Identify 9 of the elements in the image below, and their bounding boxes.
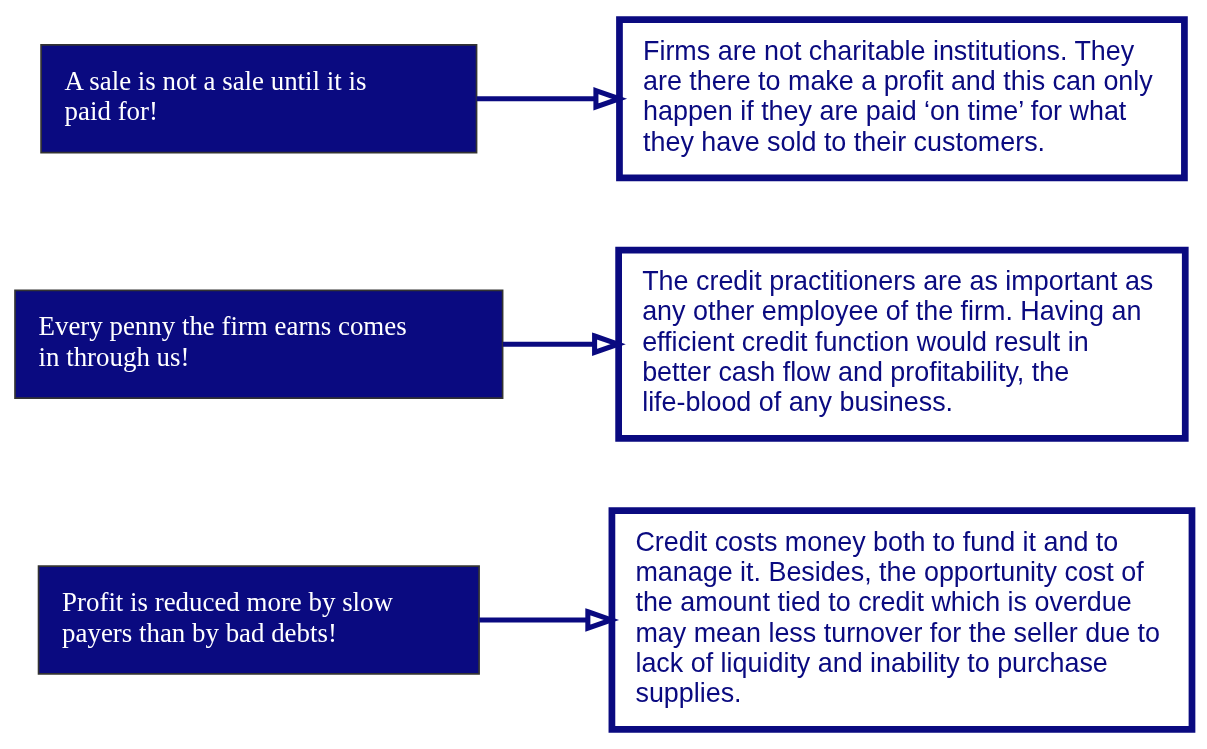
node-box: A sale is not a sale until it is paid for! [40,44,478,154]
node-box: Firms are not charitable institutions. They are there to make a profit and this can only happen if they are paid ‘on time’ for what they have sold to their customers. [616,16,1188,182]
arrow [502,332,626,357]
node-box: Every penny the firm earns comes in through us! [14,289,504,399]
node-box: The credit practitioners are as important as any other employee of the firm. Having an efficient credit function would result in better cash flow and profitability, the life-blood of any business. [615,246,1189,442]
arrow [479,608,619,632]
node-box: Profit is reduced more by slow payers than by bad debts! [37,565,480,675]
node-box: Credit costs money both to fund it and to manage it. Besides, the opportunity cost of the amount tied to credit which is overdue may mean less turnover for the seller due to lack of liquidity and inability to purchase supplies. [608,507,1196,733]
arrow [476,86,628,111]
